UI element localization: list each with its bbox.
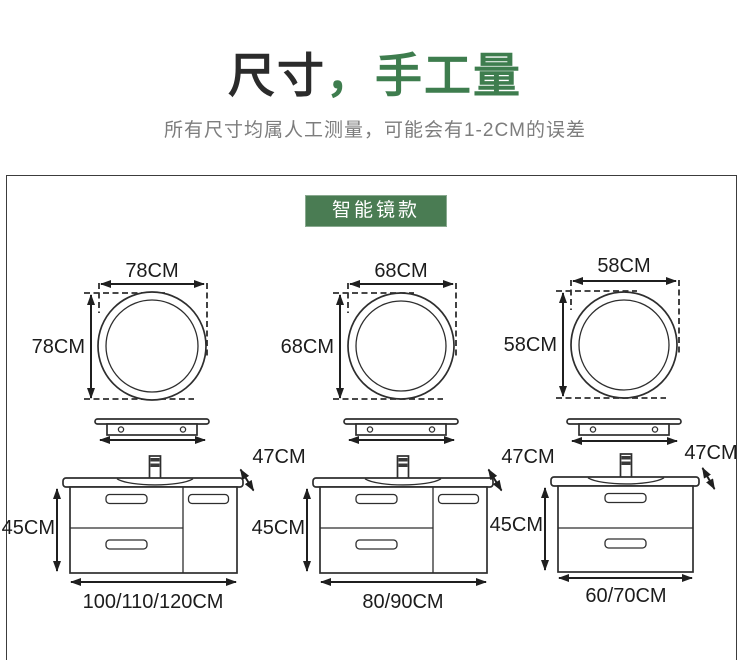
mirror-inner-ring: [355, 300, 447, 392]
column-3: 58CM 58CM: [490, 255, 738, 607]
section-badge: 智能镜款: [305, 195, 447, 227]
faucet-icon: [619, 453, 633, 481]
faucet-band: [621, 456, 631, 460]
screw-icon: [428, 426, 436, 433]
mirror-outer-ring: [570, 291, 678, 399]
cabinet-diagram-3: 45CM 60/70CM 47CM: [490, 442, 738, 607]
cabinet-height-label: 45CM: [252, 517, 305, 539]
faucet-band: [398, 463, 408, 467]
screw-icon: [117, 426, 125, 433]
screw-icon: [589, 426, 597, 433]
shelf: [566, 418, 682, 436]
drawer-handle: [105, 493, 148, 505]
screw-icon: [179, 426, 187, 433]
basin-outline: [587, 477, 665, 485]
mirror-inner-ring: [105, 299, 199, 393]
cabinet-depth-label: 47CM: [501, 446, 554, 468]
door-handle: [437, 493, 480, 505]
shelf-bracket: [578, 423, 670, 436]
cabinet-body: [557, 485, 694, 573]
cabinet-body: [319, 486, 488, 574]
mirror-height-label: 58CM: [504, 334, 557, 356]
faucet-band: [398, 458, 408, 462]
cabinet-width-label: 60/70CM: [585, 585, 666, 607]
mirror-width-label: 68CM: [374, 260, 427, 282]
title-green-part: ，手工量: [326, 49, 522, 102]
shelf: [94, 418, 210, 436]
spec-panel-border: [6, 175, 737, 660]
drawer-handle: [105, 539, 148, 550]
shelf-bracket: [106, 423, 198, 436]
screw-icon: [651, 426, 659, 433]
mirror-outer-ring: [97, 291, 207, 401]
cabinet-depth-arrow: [239, 468, 255, 492]
drawer-handle: [355, 539, 398, 550]
column-1: 78CM 78CM: [2, 260, 306, 613]
cabinet-depth-arrow: [487, 468, 503, 492]
cabinet-height-label: 45CM: [490, 514, 543, 536]
mirror-height-label: 68CM: [281, 336, 334, 358]
cabinet-diagram-1: 45CM 100/110/120CM 47CM: [2, 446, 306, 613]
mirror-inner-ring: [578, 299, 670, 391]
drawer-handle: [604, 538, 647, 549]
mirror-width-label: 58CM: [597, 255, 650, 277]
page-subtitle: 所有尺寸均属人工测量，可能会有1-2CM的误差: [163, 119, 586, 141]
mirror-outer-ring: [347, 292, 455, 400]
cabinet-depth-label: 47CM: [684, 442, 737, 464]
column-2: 68CM 68CM: [252, 260, 555, 613]
mirror-diagram-1: 78CM 78CM: [32, 260, 210, 444]
cabinet-depth-arrow: [701, 467, 716, 490]
countertop: [62, 477, 244, 488]
mirror-height-label: 78CM: [32, 336, 85, 358]
mirror-width-label: 78CM: [125, 260, 178, 282]
page-title: 尺寸，手工量: [0, 50, 750, 102]
cabinet-width-label: 100/110/120CM: [83, 591, 224, 613]
cabinet-body: [69, 486, 238, 574]
door-handle: [187, 493, 230, 505]
cabinet-diagram-2: 45CM 80/90CM 47CM: [252, 446, 555, 613]
cabinet-height-label: 45CM: [2, 517, 55, 539]
faucet-band: [150, 463, 160, 467]
mirror-diagram-2: 68CM 68CM: [281, 260, 459, 444]
basin-outline: [364, 478, 442, 486]
faucet-band: [150, 458, 160, 462]
drawer-handle: [355, 493, 398, 505]
mirror-diagram-3: 58CM 58CM: [504, 255, 682, 445]
shelf-bracket: [355, 423, 447, 436]
cabinet-width-label: 80/90CM: [362, 591, 443, 613]
page-header: 尺寸，手工量 所有尺寸均属人工测量，可能会有1-2CM的误差: [0, 50, 750, 142]
cabinet-depth-label: 47CM: [252, 446, 305, 468]
countertop: [550, 476, 700, 487]
faucet-band: [621, 461, 631, 465]
basin-outline: [116, 478, 194, 486]
drawer-handle: [604, 492, 647, 504]
title-black-part: 尺寸: [228, 49, 326, 102]
screw-icon: [366, 426, 374, 433]
countertop: [312, 477, 494, 488]
shelf: [343, 418, 459, 436]
